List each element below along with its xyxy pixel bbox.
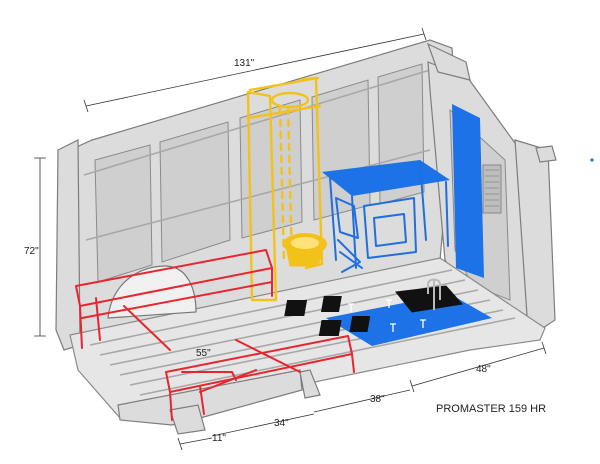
bulkhead-vent: [482, 164, 502, 214]
toilet-icon: [283, 233, 327, 267]
dim-height-label: 72": [24, 246, 39, 257]
faucet-icon: [427, 278, 441, 310]
dimension-lines: 131" 72" 55" 48" 38" 34" 11": [24, 27, 547, 451]
kitchen-sketch: [284, 104, 492, 346]
shower-sketch: [246, 76, 327, 302]
sink-icon: [395, 285, 463, 313]
bed-sketch: [75, 249, 355, 421]
dim-floor-mid-label: 38": [370, 394, 385, 405]
caption: PROMASTER 159 HR: [436, 403, 546, 415]
dim-length-label: 131": [234, 58, 255, 69]
dim-bed-label: 55": [196, 348, 211, 359]
dim-floor-small-label: 11": [212, 433, 226, 444]
dim-floor-right-label: 48": [476, 364, 491, 375]
marker-dot: [590, 158, 594, 162]
dim-floor-left-label: 34": [274, 418, 289, 429]
stove-icon: [284, 296, 426, 336]
